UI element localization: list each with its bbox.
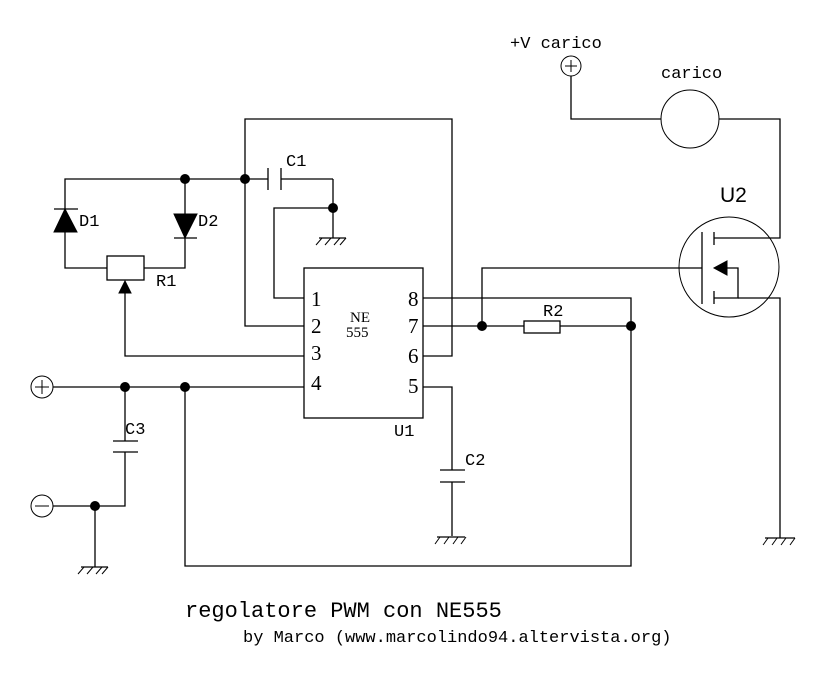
- wire-load-to-drain: [715, 118, 781, 239]
- wire-gate: [481, 267, 702, 326]
- ic-u1-body: [303, 267, 424, 419]
- wire-bottom-rail: [184, 326, 632, 567]
- c3-label: C3: [125, 421, 145, 440]
- d2-label: D2: [198, 213, 218, 232]
- diode-d1: [53, 207, 107, 269]
- d1-label: D1: [79, 213, 99, 232]
- c1-label: C1: [286, 153, 306, 172]
- ic-u1-name-line1: NE: [350, 310, 370, 326]
- r2-label: R2: [543, 303, 563, 322]
- pin-6-label: 6: [408, 344, 419, 368]
- pin-5-label: 5: [408, 374, 419, 398]
- junction-dot: [90, 501, 100, 511]
- c2-label: C2: [465, 452, 485, 471]
- wire-pin-1: [273, 207, 333, 299]
- pin-2-label: 2: [311, 314, 322, 338]
- u1-label: U1: [394, 423, 414, 442]
- diode-d2: [144, 179, 198, 269]
- capacitor-c2: [440, 469, 465, 483]
- load-label: carico: [661, 65, 722, 84]
- pin-1-label: 1: [311, 287, 322, 311]
- positive-terminal: [30, 375, 54, 399]
- ground-symbol-c2: [434, 536, 467, 545]
- ic-u1-name-line2: 555: [346, 325, 369, 341]
- wiper-r1: [118, 279, 304, 357]
- ground-symbol-c1: [315, 237, 347, 246]
- diagram-title: regolatore PWM con NE555: [185, 599, 502, 624]
- diagram-credit: by Marco (www.marcolindo94.altervista.or…: [243, 629, 671, 648]
- mosfet-u2: [678, 216, 780, 318]
- capacitor-c3: [95, 387, 138, 507]
- u2-label: U2: [720, 184, 747, 207]
- ground-symbol-u2: [762, 537, 796, 546]
- resistor-r2: [523, 320, 561, 334]
- junction-dot: [180, 382, 190, 392]
- wire-negative-rail: [53, 505, 96, 567]
- potentiometer-r1: [106, 255, 145, 281]
- junction-dot: [240, 174, 250, 184]
- pin-7-label: 7: [408, 314, 419, 338]
- wire-pin-5: [423, 386, 453, 536]
- load-supply-label: +V carico: [510, 35, 602, 54]
- pin-8-label: 8: [408, 287, 419, 311]
- pin-4-label: 4: [311, 371, 322, 395]
- wire-source-to-ground: [738, 297, 781, 538]
- wire-pin-8: [423, 297, 632, 326]
- ground-symbol-input: [77, 566, 109, 575]
- capacitor-c1: [267, 168, 282, 190]
- wire-pin-6: [244, 118, 453, 357]
- wire-load-supply: [570, 76, 661, 120]
- load-supply-terminal: [560, 55, 582, 77]
- pin-3-label: 3: [311, 341, 322, 365]
- junction-dot: [477, 321, 487, 331]
- negative-terminal: [30, 494, 54, 518]
- load-symbol: [660, 89, 720, 149]
- r1-label: R1: [156, 273, 176, 292]
